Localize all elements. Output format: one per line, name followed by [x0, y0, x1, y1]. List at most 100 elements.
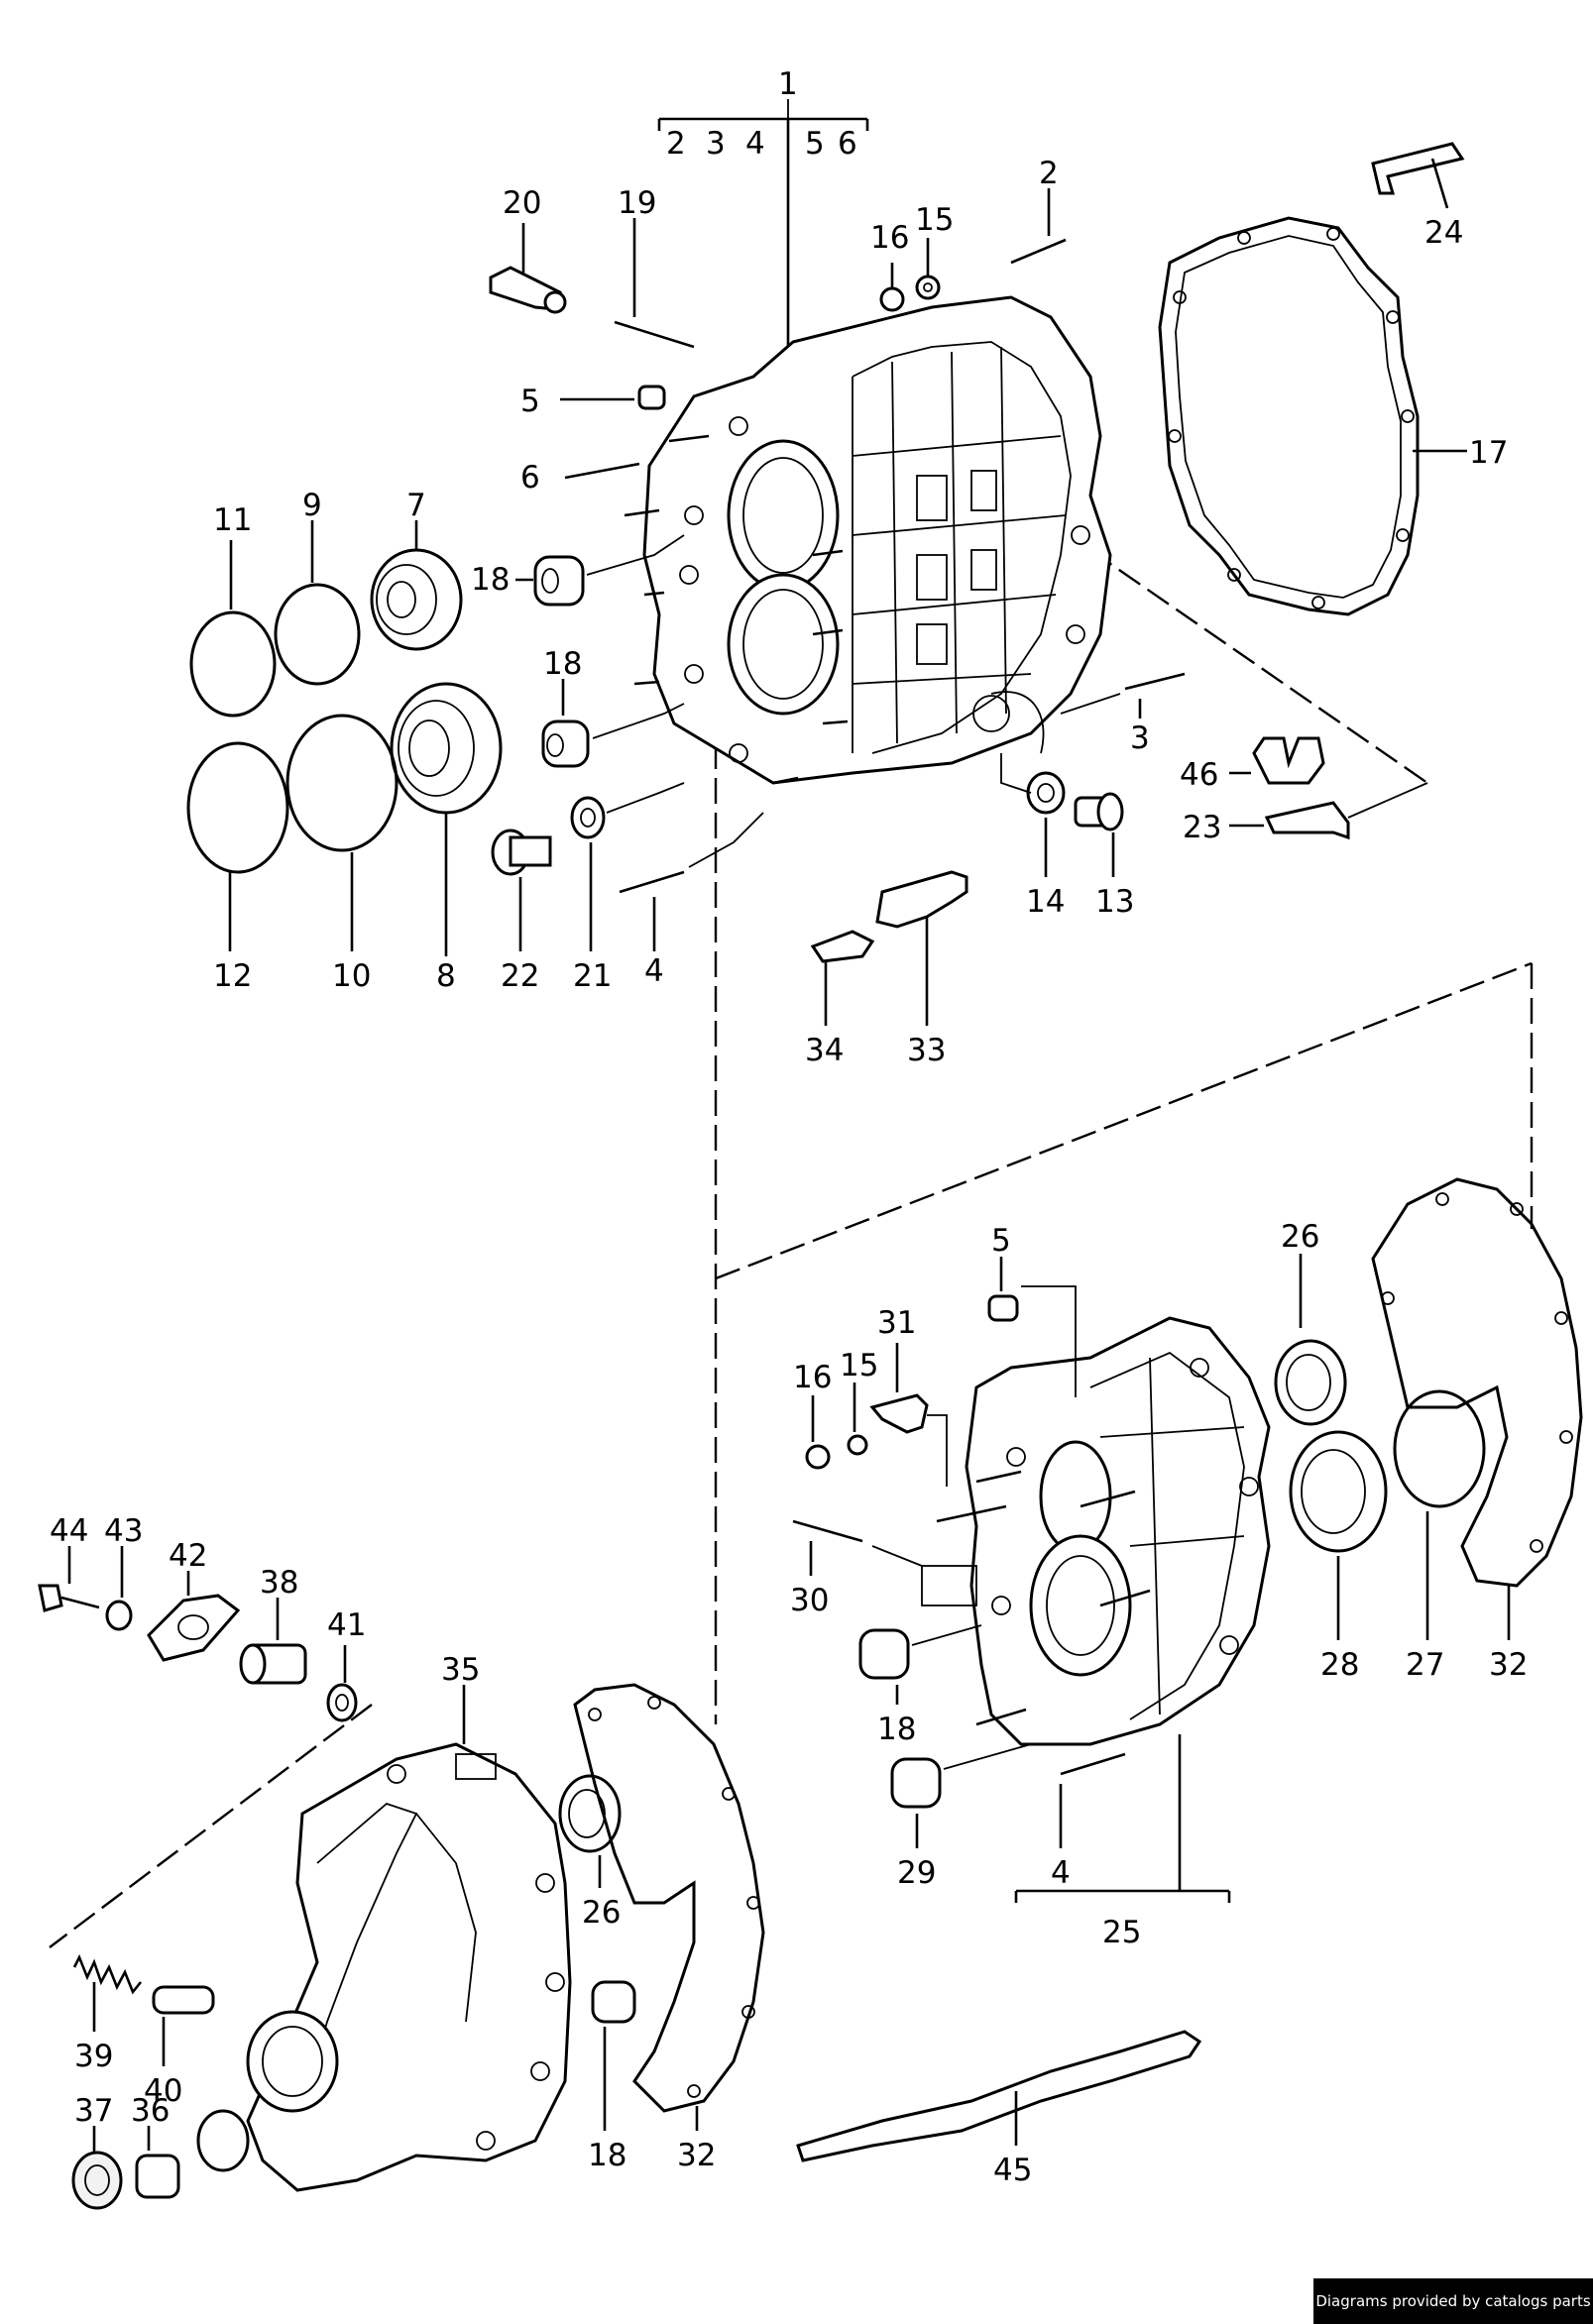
- part-14-washer: [1000, 753, 1066, 877]
- label-13: 13: [1095, 884, 1134, 920]
- part-44-bolt: [38, 1546, 100, 1612]
- label-20: 20: [503, 185, 541, 221]
- label-16-middle: 16: [793, 1360, 832, 1395]
- part-37-seal: [71, 2126, 123, 2210]
- part-3-stud: [1060, 672, 1186, 719]
- part-11-snap-ring: [189, 540, 277, 718]
- label-3: 3: [1130, 720, 1150, 756]
- label-15-middle: 15: [840, 1348, 878, 1383]
- final-drive-housing: [196, 1685, 572, 2192]
- part-18-bushing-middle: [858, 1624, 982, 1705]
- intermediate-housing: [921, 1316, 1271, 1746]
- part-17-gasket: [1158, 216, 1467, 616]
- label-17: 17: [1469, 435, 1508, 471]
- label-5-bracket: 5: [805, 126, 825, 162]
- assembly-dashed-lines: [49, 549, 1534, 1948]
- label-22: 22: [501, 958, 539, 994]
- label-12: 12: [213, 958, 252, 994]
- part-32-gasket-lower: [573, 1683, 765, 2131]
- part-36-bushing: [135, 2126, 180, 2199]
- part-46-clip: [1229, 736, 1325, 785]
- part-33-bracket: [875, 870, 968, 1026]
- label-32-lower: 32: [677, 2138, 716, 2173]
- label-39: 39: [74, 2039, 113, 2074]
- part-32-gasket-middle: [1371, 1177, 1583, 1640]
- label-2: 2: [1039, 156, 1059, 191]
- label-5-middle: 5: [991, 1223, 1011, 1259]
- label-37: 37: [74, 2093, 113, 2129]
- label-43: 43: [104, 1513, 143, 1549]
- part-38-sender: [239, 1598, 307, 1685]
- label-19: 19: [618, 185, 656, 221]
- part-41-washer: [326, 1645, 358, 1722]
- label-28: 28: [1320, 1647, 1359, 1683]
- label-38: 38: [260, 1565, 298, 1601]
- label-10: 10: [332, 958, 371, 994]
- label-18-mid: 18: [543, 646, 582, 682]
- part-18-bushing-lower-left: [591, 1980, 636, 2131]
- part-5-dowel: [560, 385, 666, 410]
- part-19-pin: [614, 218, 695, 349]
- part-20-sensor: [489, 223, 567, 314]
- part-34-clip: [810, 930, 875, 1026]
- label-32-middle: 32: [1489, 1647, 1528, 1683]
- part-23-bracket: [1229, 782, 1428, 840]
- part-24-bracket: [1371, 142, 1465, 209]
- label-9: 9: [302, 488, 322, 523]
- label-15: 15: [915, 202, 954, 238]
- part-31-bracket: [869, 1343, 948, 1487]
- label-25: 25: [1102, 1915, 1141, 1950]
- label-8: 8: [436, 958, 456, 994]
- label-26-middle: 26: [1281, 1219, 1319, 1255]
- part-15-16-nut-washer: [879, 238, 941, 312]
- label-40: 40: [144, 2073, 182, 2109]
- label-35: 35: [441, 1652, 480, 1688]
- part-9-snap-ring: [274, 520, 361, 686]
- part-22-plug: [491, 829, 552, 951]
- label-46: 46: [1180, 757, 1218, 793]
- part-15-16-nut-washer-middle: [805, 1383, 868, 1470]
- label-36: 36: [131, 2093, 170, 2129]
- label-5: 5: [520, 384, 540, 419]
- part-26-bearing-middle: [1274, 1254, 1347, 1426]
- part-29-bushing: [890, 1743, 1032, 1848]
- label-31: 31: [877, 1305, 916, 1341]
- label-34: 34: [805, 1033, 844, 1068]
- label-16: 16: [870, 220, 909, 256]
- label-33: 33: [907, 1033, 946, 1068]
- part-12-snap-ring: [186, 741, 289, 951]
- part-2-stud: [1010, 188, 1067, 265]
- part-13-plug: [1074, 792, 1124, 877]
- part-26-bearing-lower: [558, 1774, 622, 1888]
- label-18-upper: 18: [471, 562, 510, 598]
- label-27: 27: [1406, 1647, 1444, 1683]
- label-30: 30: [790, 1583, 829, 1618]
- label-2-bracket: 2: [666, 126, 686, 162]
- label-18-middle-b: 18: [877, 1712, 916, 1747]
- bracket-group-25: [1014, 1734, 1231, 1903]
- label-18-lower: 18: [588, 2138, 626, 2173]
- label-45: 45: [993, 2153, 1032, 2188]
- watermark-banner: Diagrams provided by catalogs parts: [1313, 2278, 1593, 2324]
- label-41: 41: [327, 1607, 366, 1643]
- part-45-strap: [796, 2030, 1202, 2162]
- callout-labels: 1 2 3 4 5 6 2 3 4 5 6 7 8 9 10 11 12 13 …: [50, 66, 1528, 2188]
- part-40-pin: [152, 1985, 215, 2066]
- label-6: 6: [520, 460, 540, 496]
- part-42-flange: [147, 1571, 241, 1662]
- part-21-washer: [570, 782, 685, 951]
- label-42: 42: [169, 1538, 207, 1574]
- label-4: 4: [644, 953, 664, 989]
- label-7: 7: [406, 488, 426, 523]
- part-6-stud: [564, 462, 640, 480]
- label-24: 24: [1424, 215, 1463, 251]
- part-4-stud-upper: [619, 812, 764, 951]
- part-43-washer: [105, 1546, 133, 1631]
- label-23: 23: [1183, 810, 1221, 845]
- part-8-bearing: [390, 682, 503, 956]
- label-4-bracket: 4: [745, 126, 765, 162]
- middle-studs: [936, 1470, 1151, 1726]
- label-1: 1: [778, 66, 798, 102]
- label-11: 11: [213, 502, 252, 538]
